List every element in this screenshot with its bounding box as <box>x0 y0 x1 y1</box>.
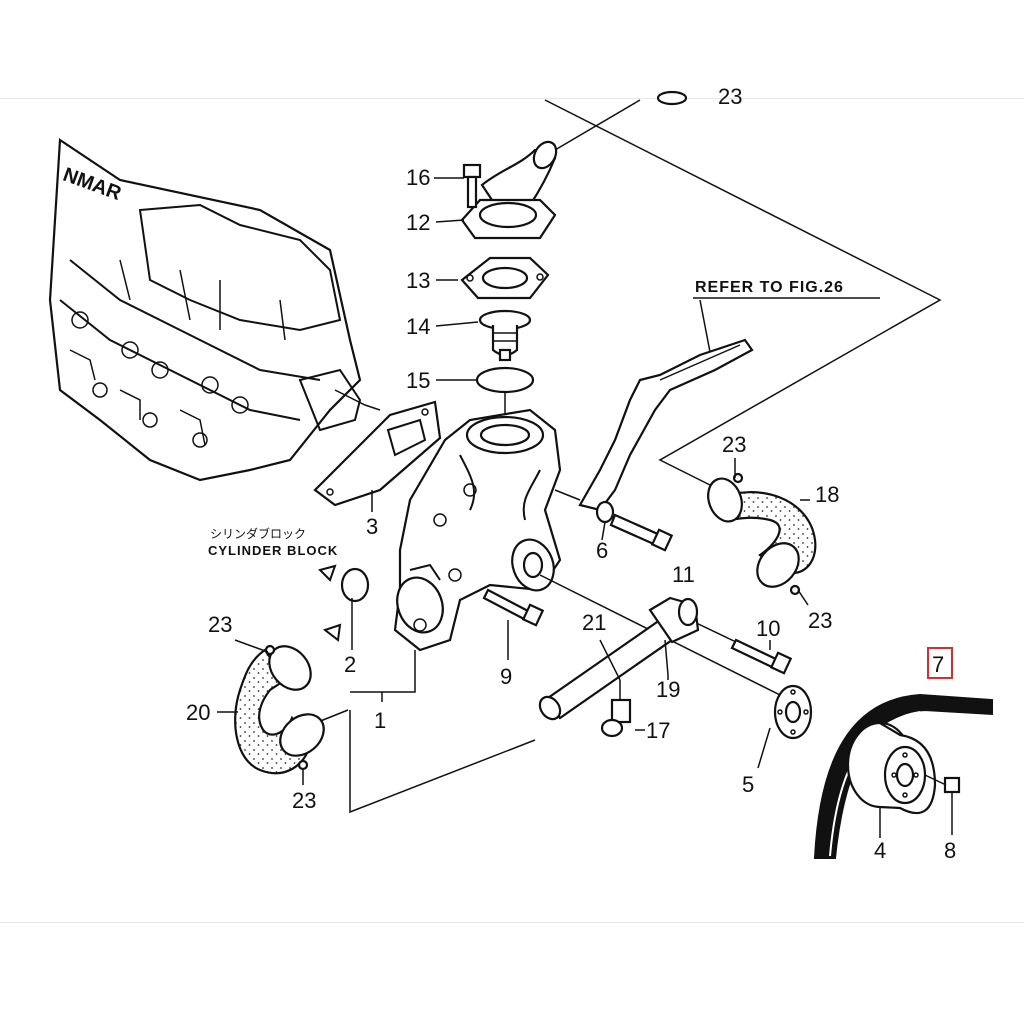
bolt-part-9 <box>482 588 545 627</box>
clamp-hose20-bottom <box>279 713 325 757</box>
part-number-2: 2 <box>344 652 356 677</box>
o-ring-part-15 <box>475 366 535 394</box>
flange-part-5 <box>773 684 813 740</box>
part-number-21: 21 <box>582 610 606 635</box>
highlight-box-part-7 <box>927 647 953 679</box>
thermostat-part-14 <box>478 309 532 362</box>
leader-lines <box>217 177 953 838</box>
drain-cock-part-17 <box>600 680 632 738</box>
pulley-part-4 <box>846 721 937 815</box>
arrow-cylinder-block-2 <box>322 623 342 642</box>
label-23-cut: 23 <box>718 84 742 109</box>
gasket-part-3 <box>313 400 442 507</box>
bolt-part-16 <box>462 163 482 209</box>
part-number-17: 17 <box>646 718 670 743</box>
o-ring-part-2 <box>340 567 370 603</box>
water-pump-body <box>393 408 562 652</box>
part-number-11: 11 <box>672 562 695 587</box>
cut-off-part-23: 23 <box>656 84 742 109</box>
arrow-cylinder-block-1 <box>318 564 337 582</box>
part-number-20: 20 <box>186 700 210 725</box>
gasket-part-13 <box>460 256 550 300</box>
part-number-7: 7 <box>932 652 944 677</box>
water-pipe-part-21 <box>538 596 700 721</box>
assembly-frame-lines <box>317 99 942 814</box>
part-number-19: 19 <box>656 677 680 702</box>
part-number-23-left: 23 <box>208 612 232 637</box>
part-number-23-top: 23 <box>722 432 746 457</box>
part-number-5: 5 <box>742 772 754 797</box>
bolt-part-10 <box>730 638 793 675</box>
clamp-hose18-bottom <box>756 542 800 588</box>
part-number-15: 15 <box>406 368 430 393</box>
washer-part-6 <box>595 500 615 524</box>
refer-to-fig-label: REFER TO FIG.26 <box>695 279 844 296</box>
part-number-3: 3 <box>366 514 378 539</box>
part-number-23-right: 23 <box>808 608 832 633</box>
part-number-1: 1 <box>374 708 386 733</box>
bolt-part-11 <box>609 513 674 552</box>
top-divider <box>0 98 1024 99</box>
part-number-6: 6 <box>596 538 608 563</box>
fan-belt-bracket <box>554 299 754 512</box>
part-number-14: 14 <box>406 314 430 339</box>
engine-cylinder-head: NMAR <box>48 138 381 482</box>
part-number-12: 12 <box>406 210 430 235</box>
clamp-hose18-top <box>707 477 743 523</box>
part-number-8: 8 <box>944 838 956 863</box>
cylinder-block-label-jp: シリンダブロック <box>210 526 306 541</box>
cylinder-block-label-en: CYLINDER BLOCK <box>208 543 338 558</box>
part-number-4: 4 <box>874 838 886 863</box>
part-number-13: 13 <box>406 268 430 293</box>
part-number-23-bottom: 23 <box>292 788 316 813</box>
part-number-16: 16 <box>406 165 430 190</box>
part-number-10: 10 <box>756 616 780 641</box>
part-number-18: 18 <box>815 482 839 507</box>
bottom-divider <box>0 922 1024 923</box>
part-number-9: 9 <box>500 664 512 689</box>
water-outlet-elbow <box>460 140 558 240</box>
